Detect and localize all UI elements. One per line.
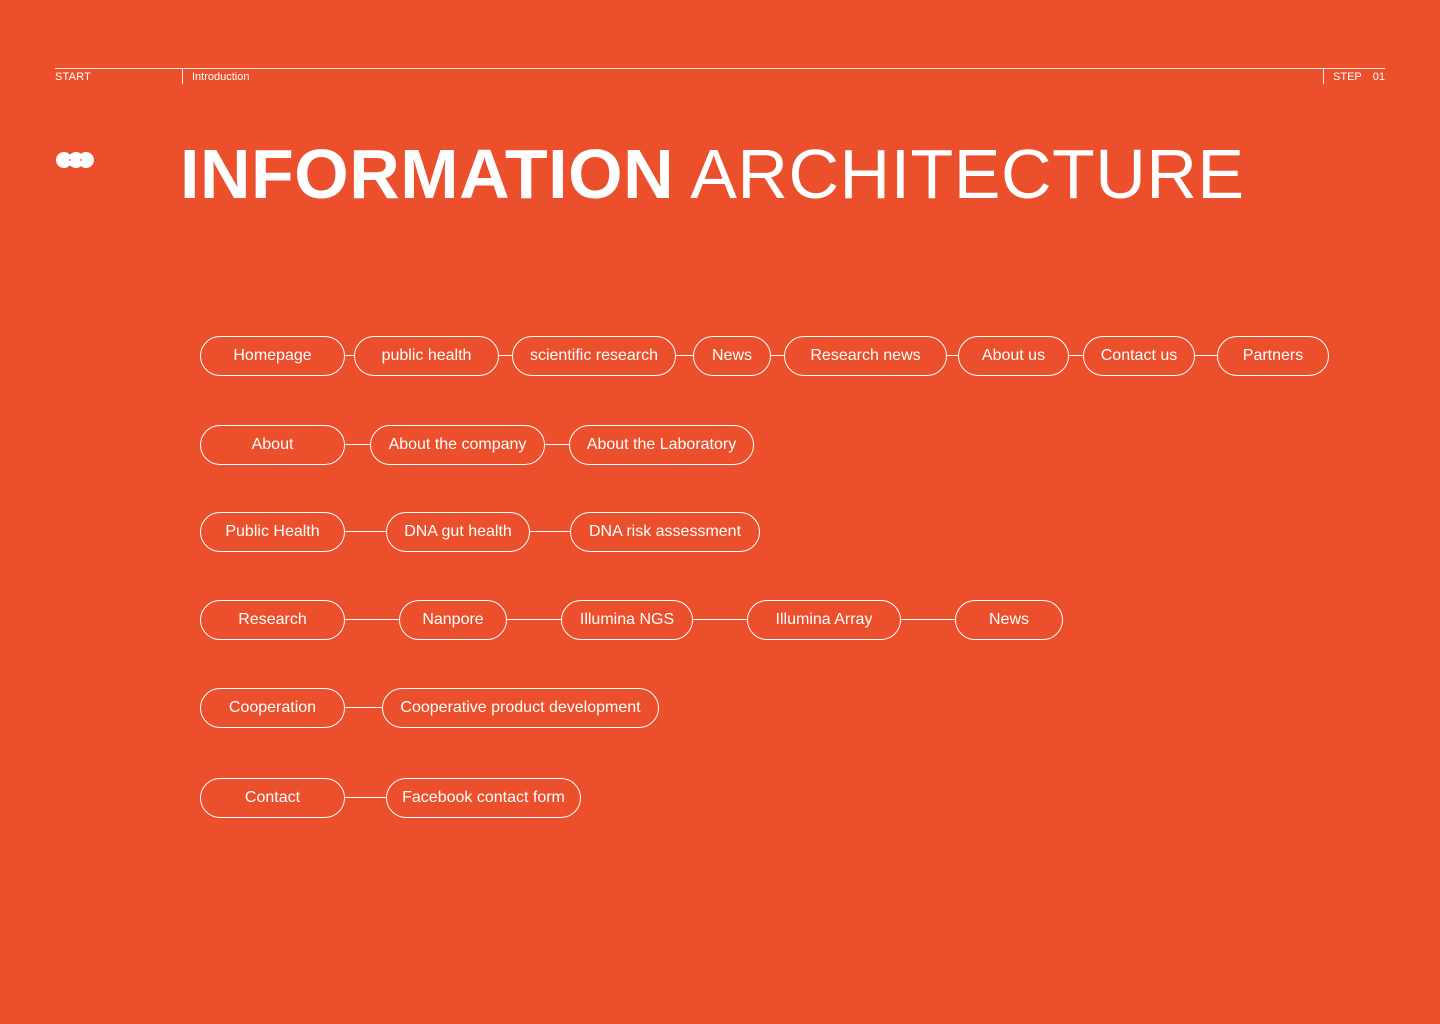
- step-number: 01: [1372, 71, 1385, 83]
- connector-line: [345, 355, 354, 356]
- sitemap-node[interactable]: Nanpore: [399, 600, 507, 640]
- connector-line: [947, 355, 958, 356]
- sitemap-node[interactable]: Cooperative product development: [382, 688, 659, 728]
- sitemap-node[interactable]: Illumina Array: [747, 600, 901, 640]
- sitemap-row-research: Research Nanpore Illumina NGS Illumina Arra…: [0, 600, 1440, 640]
- page-title-regular: ARCHITECTURE: [690, 135, 1245, 213]
- sitemap-root-node[interactable]: Homepage: [200, 336, 345, 376]
- step-label: STEP: [1333, 71, 1362, 83]
- step-indicator: STEP 01: [1323, 69, 1385, 84]
- sitemap-node[interactable]: Research news: [784, 336, 947, 376]
- connector-line: [345, 797, 386, 798]
- sitemap-root-node[interactable]: About: [200, 425, 345, 465]
- page-title-bold: INFORMATION: [180, 135, 675, 213]
- connector-line: [1195, 355, 1217, 356]
- connector-line: [545, 444, 569, 445]
- three-dots-logo-icon: [55, 150, 97, 170]
- connector-line: [676, 355, 693, 356]
- sitemap-node[interactable]: About the Laboratory: [569, 425, 754, 465]
- connector-line: [345, 531, 386, 532]
- sitemap-root-node[interactable]: Cooperation: [200, 688, 345, 728]
- connector-line: [1069, 355, 1083, 356]
- page-title: INFORMATION ARCHITECTURE: [180, 134, 1245, 214]
- sitemap-row-public-health: Public Health DNA gut health DNA risk asse…: [0, 512, 1440, 552]
- connector-line: [771, 355, 784, 356]
- sitemap-row-contact: Contact Facebook contact form: [0, 778, 1440, 818]
- sitemap-node[interactable]: Facebook contact form: [386, 778, 581, 818]
- section-label[interactable]: Introduction: [182, 69, 249, 84]
- start-label[interactable]: START: [55, 71, 92, 83]
- sitemap-root-node[interactable]: Public Health: [200, 512, 345, 552]
- connector-line: [499, 355, 512, 356]
- connector-line: [345, 619, 399, 620]
- sitemap-node[interactable]: News: [955, 600, 1063, 640]
- sitemap-node[interactable]: DNA risk assessment: [570, 512, 760, 552]
- sitemap-root-node[interactable]: Research: [200, 600, 345, 640]
- sitemap-node[interactable]: About the company: [370, 425, 545, 465]
- connector-line: [345, 707, 382, 708]
- sitemap-node[interactable]: DNA gut health: [386, 512, 530, 552]
- sitemap-node[interactable]: public health: [354, 336, 499, 376]
- connector-line: [507, 619, 561, 620]
- connector-line: [693, 619, 747, 620]
- connector-line: [345, 444, 370, 445]
- connector-line: [901, 619, 955, 620]
- sitemap-node[interactable]: News: [693, 336, 771, 376]
- top-navigation-bar: START Introduction STEP 01: [55, 68, 1385, 87]
- sitemap-node[interactable]: About us: [958, 336, 1069, 376]
- connector-line: [530, 531, 570, 532]
- sitemap-node[interactable]: scientific research: [512, 336, 676, 376]
- sitemap-node[interactable]: Partners: [1217, 336, 1329, 376]
- sitemap-row-about: About About the company About the Laborato…: [0, 425, 1440, 465]
- sitemap-row-cooperation: Cooperation Cooperative product developme…: [0, 688, 1440, 728]
- sitemap-node[interactable]: Contact us: [1083, 336, 1195, 376]
- sitemap-node[interactable]: Illumina NGS: [561, 600, 693, 640]
- sitemap-root-node[interactable]: Contact: [200, 778, 345, 818]
